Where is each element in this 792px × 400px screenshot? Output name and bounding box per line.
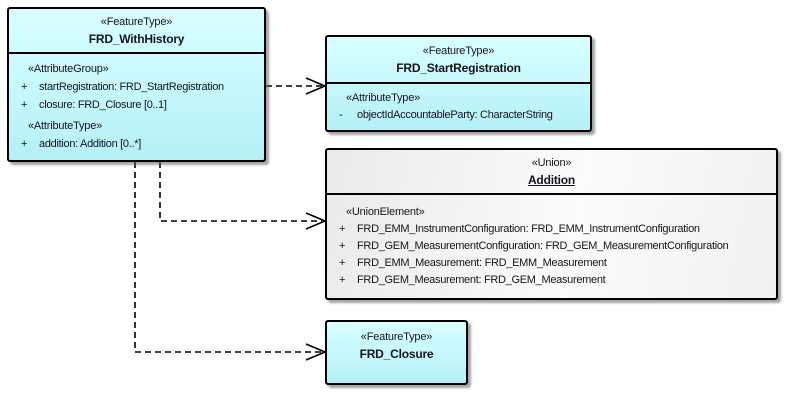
dependency-line-withhistory-to-closure[interactable] xyxy=(134,162,322,353)
class-name: FRD_StartRegistration xyxy=(396,61,521,75)
section-stereotype: «UnionElement» xyxy=(346,206,425,218)
class-stereotype: «Union» xyxy=(531,157,572,169)
class-header: «FeatureType» FRD_WithHistory xyxy=(9,9,264,54)
class-frd-withhistory[interactable]: «FeatureType» FRD_WithHistory «Attribute… xyxy=(7,7,266,162)
section-stereotype: «AttributeType» xyxy=(28,120,103,132)
class-header: «FeatureType» FRD_StartRegistration xyxy=(327,37,590,84)
attribute-text: objectIdAccountableParty: CharacterStrin… xyxy=(357,109,553,121)
attribute-text: FRD_GEM_MeasurementConfiguration: FRD_GE… xyxy=(357,240,729,252)
attribute-row[interactable]: + addition: Addition [0..*] xyxy=(9,135,264,153)
attribute-text: FRD_EMM_InstrumentConfiguration: FRD_EMM… xyxy=(357,223,700,235)
class-header: «FeatureType» FRD_Closure xyxy=(327,322,466,364)
attribute-row[interactable]: + closure: FRD_Closure [0..1] xyxy=(9,96,264,114)
attribute-row[interactable]: + FRD_EMM_InstrumentConfiguration: FRD_E… xyxy=(327,221,776,238)
visibility-marker: - xyxy=(339,109,343,121)
attribute-row[interactable]: - objectIdAccountableParty: CharacterStr… xyxy=(327,107,590,124)
section-stereotype: «AttributeType» xyxy=(346,92,421,104)
attribute-text: FRD_GEM_Measurement: FRD_GEM_Measurement xyxy=(357,274,606,286)
attribute-text: closure: FRD_Closure [0..1] xyxy=(39,99,167,111)
class-name: FRD_Closure xyxy=(359,347,434,361)
visibility-marker: + xyxy=(339,274,346,286)
class-attributes: «AttributeGroup» + startRegistration: FR… xyxy=(9,54,264,153)
attribute-row[interactable]: + FRD_EMM_Measurement: FRD_EMM_Measureme… xyxy=(327,255,776,272)
dependency-line-withhistory-to-addition[interactable] xyxy=(159,162,322,222)
dependency-arrowhead-closure xyxy=(305,343,328,361)
class-attributes: «UnionElement» + FRD_EMM_InstrumentConfi… xyxy=(327,195,776,289)
attribute-row[interactable]: + FRD_GEM_Measurement: FRD_GEM_Measureme… xyxy=(327,272,776,289)
class-stereotype: «FeatureType» xyxy=(360,331,433,343)
visibility-marker: + xyxy=(21,99,28,111)
dependency-arrowhead-startregistration xyxy=(305,77,328,95)
section-stereotype: «AttributeGroup» xyxy=(28,63,109,75)
visibility-marker: + xyxy=(339,223,346,235)
attribute-text: FRD_EMM_Measurement: FRD_EMM_Measurement xyxy=(357,257,607,269)
class-frd-startregistration[interactable]: «FeatureType» FRD_StartRegistration «Att… xyxy=(325,35,592,132)
class-name: FRD_WithHistory xyxy=(88,32,185,46)
attribute-row[interactable]: + startRegistration: FRD_StartRegistrati… xyxy=(9,78,264,96)
class-frd-closure[interactable]: «FeatureType» FRD_Closure xyxy=(325,320,468,385)
dependency-arrowhead-addition xyxy=(305,212,328,230)
class-addition[interactable]: «Union» Addition «UnionElement» + FRD_EM… xyxy=(325,148,778,300)
class-stereotype: «FeatureType» xyxy=(422,45,495,57)
class-attributes: «AttributeType» - objectIdAccountablePar… xyxy=(327,84,590,124)
visibility-marker: + xyxy=(339,240,346,252)
class-stereotype: «FeatureType» xyxy=(100,16,173,28)
attribute-text: startRegistration: FRD_StartRegistration xyxy=(39,81,224,93)
visibility-marker: + xyxy=(21,138,28,150)
class-name: Addition xyxy=(527,173,576,187)
visibility-marker: + xyxy=(339,257,346,269)
attribute-text: addition: Addition [0..*] xyxy=(39,138,141,150)
class-header: «Union» Addition xyxy=(327,150,776,195)
attribute-row[interactable]: + FRD_GEM_MeasurementConfiguration: FRD_… xyxy=(327,238,776,255)
visibility-marker: + xyxy=(21,81,28,93)
